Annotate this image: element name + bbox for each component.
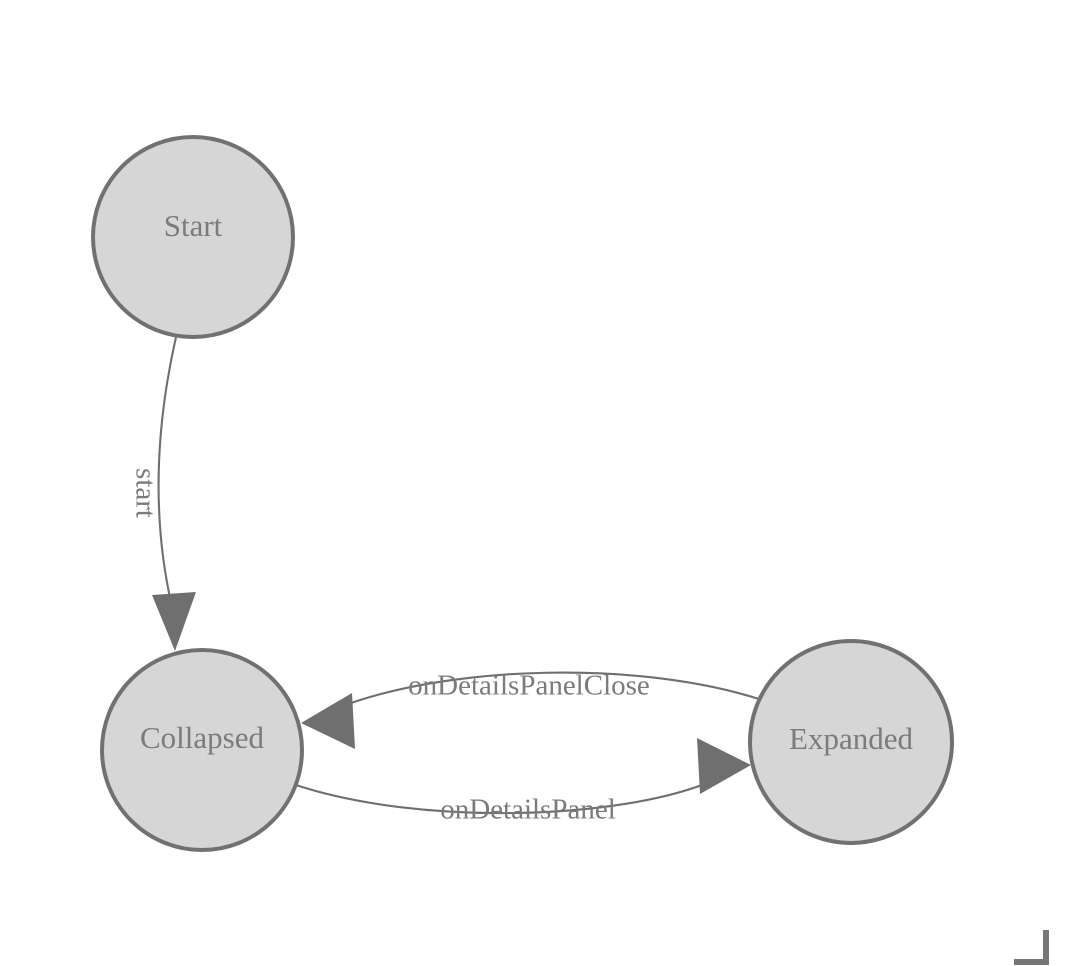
edge-start-to-collapsed-path: [157, 336, 178, 608]
node-expanded-label: Expanded: [789, 721, 913, 756]
edge-expanded-to-collapsed[interactable]: [301, 671, 763, 749]
node-start-circle: [91, 135, 295, 339]
node-start[interactable]: Start: [91, 135, 295, 339]
node-collapsed-label: Collapsed: [140, 720, 264, 755]
node-expanded[interactable]: Expanded: [748, 639, 954, 845]
edge-label-start: start: [129, 468, 161, 518]
edge-start-to-collapsed[interactable]: [152, 336, 196, 651]
node-start-label: Start: [164, 208, 223, 243]
corner-resize-marker[interactable]: [1014, 930, 1049, 965]
node-collapsed-circle: [100, 648, 304, 852]
edge-label-on-details-panel-close: onDetailsPanelClose: [408, 670, 650, 702]
edge-label-on-details-panel: onDetailsPanel: [440, 794, 616, 826]
node-expanded-circle: [748, 639, 954, 845]
edge-expanded-to-collapsed-arrowhead: [301, 693, 355, 749]
edge-start-to-collapsed-arrowhead: [152, 592, 196, 651]
node-collapsed[interactable]: Collapsed: [100, 648, 304, 852]
edge-collapsed-to-expanded-arrowhead: [697, 738, 751, 794]
edge-collapsed-to-expanded[interactable]: [295, 738, 751, 815]
edge-expanded-to-collapsed-path: [339, 671, 763, 708]
edge-collapsed-to-expanded-path: [295, 780, 713, 815]
